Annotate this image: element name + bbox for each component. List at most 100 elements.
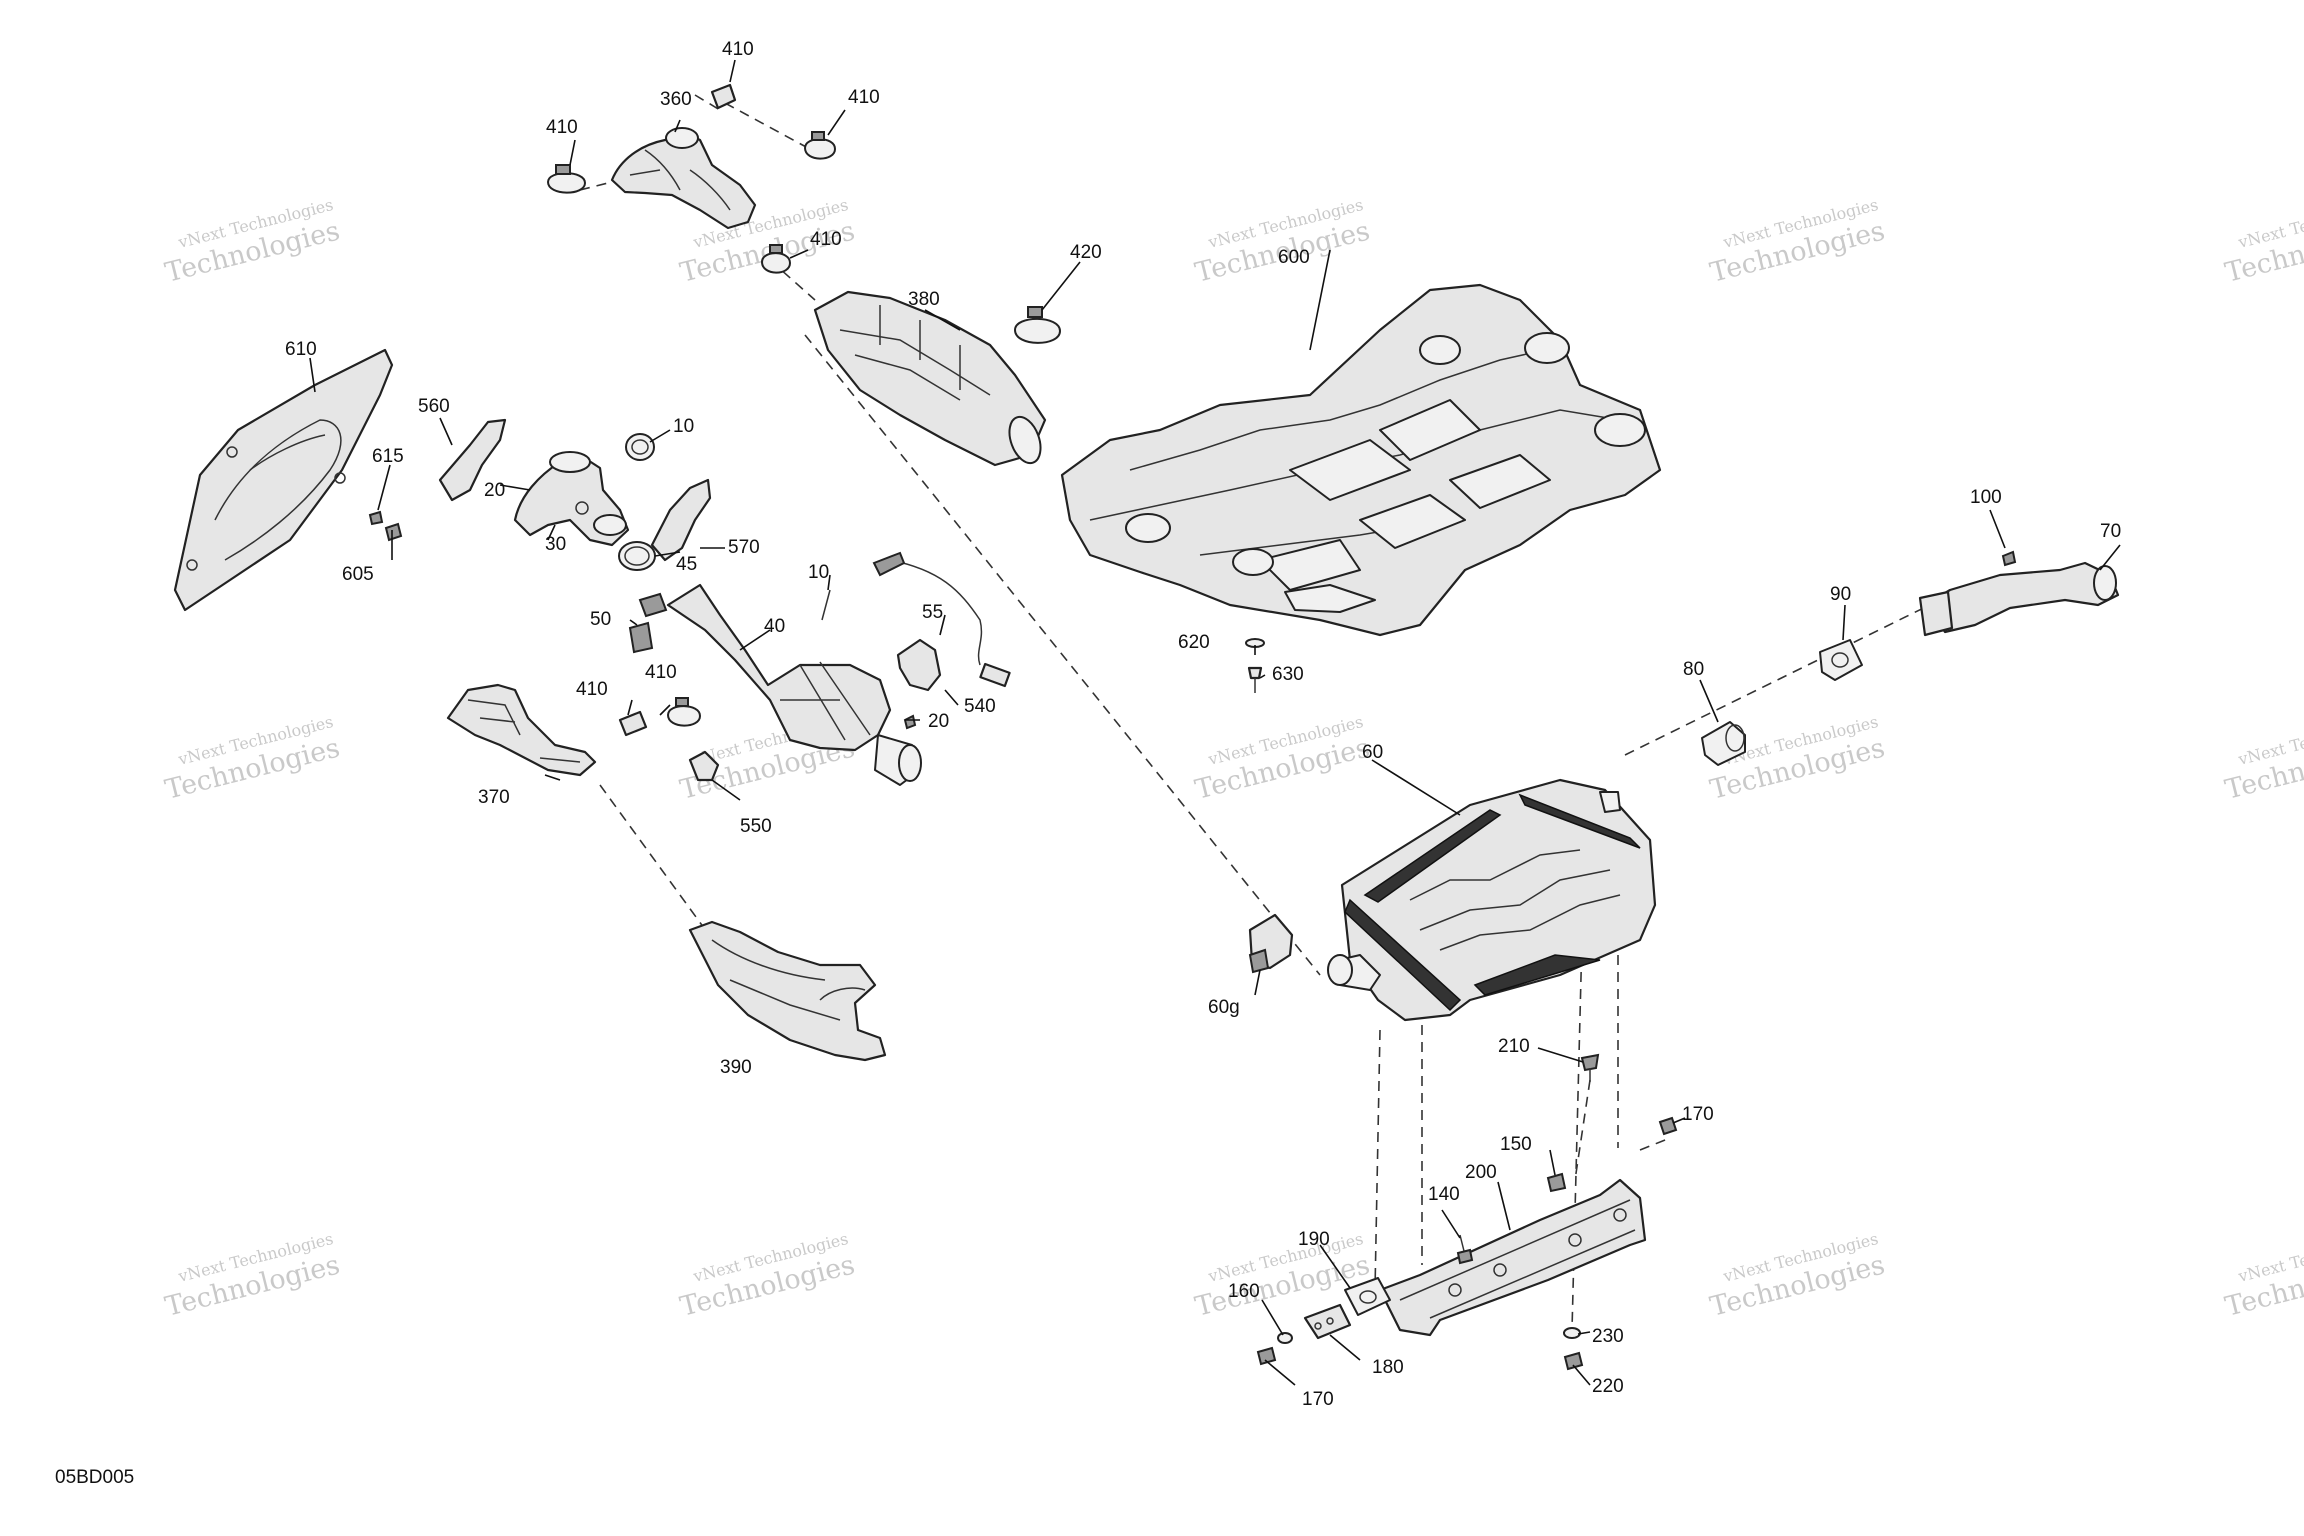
callout-90: 90: [1830, 584, 1851, 605]
callout-150: 150: [1500, 1134, 1532, 1155]
callout-540: 540: [964, 696, 996, 717]
callout-80: 80: [1683, 659, 1704, 680]
grommet-190: [1344, 1277, 1391, 1316]
nut-220: [1563, 1351, 1584, 1371]
callout-570: 570: [728, 537, 760, 558]
callout-410: 410: [810, 229, 842, 250]
watermark-layer: vNext Technologies Technologies vNext Te…: [162, 195, 2304, 1323]
sleeve-80: [1701, 721, 1746, 766]
watermark: vNext Technologies Technologies: [2222, 195, 2304, 289]
clamp-410: [761, 244, 791, 274]
callout-410: 410: [848, 87, 880, 108]
nut-150: [1546, 1172, 1567, 1193]
watermark: vNext Technologies Technologies: [162, 712, 343, 806]
tailpipe-70: [1918, 561, 2120, 637]
bracket-550: [688, 750, 720, 782]
callout-10: 10: [808, 562, 829, 583]
callout-70: 70: [2100, 521, 2121, 542]
callout-560: 560: [418, 396, 450, 417]
watermark: vNext Technologies Technologies: [162, 195, 343, 289]
callout-100: 100: [1970, 487, 2002, 508]
bolt-100: [2001, 550, 2017, 567]
callout-420: 420: [1070, 242, 1102, 263]
clamp-410: [804, 131, 836, 160]
callout-170: 170: [1302, 1389, 1334, 1410]
callout-390: 390: [720, 1057, 752, 1078]
heat-shield-560: [438, 418, 507, 502]
skid-plate-600: [1060, 283, 1662, 637]
sensor-clip-45: [638, 592, 668, 618]
callout-615: 615: [372, 446, 404, 467]
bolt-615: [368, 510, 384, 526]
callout-60: 60: [1362, 742, 1383, 763]
clamp-420: [1014, 306, 1061, 344]
callout-180: 180: [1372, 1357, 1404, 1378]
clamp-60g: [1248, 913, 1294, 974]
callout-370: 370: [478, 787, 510, 808]
callout-30: 30: [545, 534, 566, 555]
bolt-210: [1580, 1053, 1600, 1082]
callout-10: 10: [673, 416, 694, 437]
callout-605: 605: [342, 564, 374, 585]
callout-200: 200: [1465, 1162, 1497, 1183]
catalytic-converter-40: [666, 583, 922, 786]
callout-labels: 410 360 410 410 410 420 380 600 610 560 …: [285, 39, 2121, 1410]
heat-shield-370: [446, 683, 597, 777]
watermark: vNext Technologies Technologies: [1707, 195, 1888, 289]
watermark: vNext Technologies Technologies: [677, 1229, 858, 1323]
bolt-140: [1456, 1234, 1474, 1265]
callout-360: 360: [660, 89, 692, 110]
callout-380: 380: [908, 289, 940, 310]
watermark: vNext Technologies Technologies: [1192, 195, 1373, 289]
heat-shield-390: [688, 920, 887, 1062]
gasket-10: [625, 433, 655, 461]
heat-shield-540: [896, 638, 942, 692]
damper-180: [1303, 1303, 1352, 1340]
muffler-bracket-200: [1378, 1178, 1647, 1337]
callout-20: 20: [928, 711, 949, 732]
callout-50: 50: [590, 609, 611, 630]
nut-170: [1658, 1116, 1678, 1136]
gasket-90: [1819, 639, 1863, 681]
stud-10: [821, 589, 831, 621]
clamp-410: [710, 83, 737, 110]
spring-50: [628, 621, 654, 654]
callout-170: 170: [1682, 1104, 1714, 1125]
callout-190: 190: [1298, 1229, 1330, 1250]
gasket-45: [618, 541, 656, 571]
nut-170: [1256, 1346, 1277, 1366]
callout-410: 410: [722, 39, 754, 60]
assembly-line: [1374, 937, 1619, 1331]
leader-lines: [309, 59, 2121, 1386]
bolt-20: [903, 714, 917, 730]
washer-230: [1563, 1327, 1581, 1339]
callout-630: 630: [1272, 664, 1304, 685]
callout-230: 230: [1592, 1326, 1624, 1347]
callout-160: 160: [1228, 1281, 1260, 1302]
callout-410: 410: [576, 679, 608, 700]
callout-600: 600: [1278, 247, 1310, 268]
washer-160: [1277, 1332, 1293, 1344]
assembly-line: [1639, 1137, 1671, 1151]
callout-620: 620: [1178, 632, 1210, 653]
watermark: vNext Technologies Technologies: [1707, 1229, 1888, 1323]
callout-60g: 60g: [1208, 997, 1240, 1018]
muffler-60: [1327, 778, 1657, 1022]
callout-210: 210: [1498, 1036, 1530, 1057]
callout-20: 20: [484, 480, 505, 501]
callout-610: 610: [285, 339, 317, 360]
callout-410: 410: [645, 662, 677, 683]
heat-shield-570: [650, 478, 712, 562]
clamp-410: [667, 697, 701, 727]
watermark: vNext Technologies Technologies: [1192, 1229, 1373, 1323]
bracket-410: [618, 710, 648, 737]
callout-410: 410: [546, 117, 578, 138]
screw-630: [1247, 666, 1263, 693]
watermark: vNext Technologies Technologies: [2222, 712, 2304, 806]
heat-shield-610: [173, 348, 394, 612]
clamp-410: [547, 164, 586, 194]
watermark: vNext Technologies Technologies: [162, 1229, 343, 1323]
oxygen-sensor-55: [872, 551, 1011, 688]
heat-shield-380: [813, 290, 1047, 467]
